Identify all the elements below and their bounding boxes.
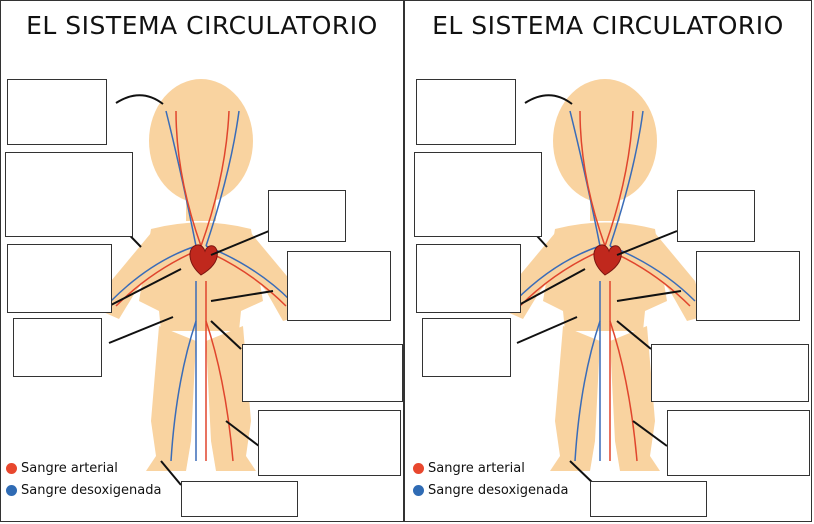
heart-icon: [189, 244, 218, 276]
label-box-9[interactable]: [590, 481, 707, 517]
label-box-5[interactable]: [268, 190, 346, 242]
label-box-7[interactable]: [242, 344, 403, 402]
blue-dot-icon: [413, 484, 424, 496]
worksheet-left: EL SISTEMA CIRCULATORIO: [0, 0, 404, 522]
label-box-7[interactable]: [651, 344, 809, 402]
legend-item-deoxygenated: Sangre desoxigenada: [413, 479, 568, 501]
label-box-6[interactable]: [287, 251, 391, 321]
label-box-8[interactable]: [258, 410, 401, 476]
label-box-3[interactable]: [416, 244, 521, 313]
label-box-4[interactable]: [422, 318, 511, 377]
worksheet-title: EL SISTEMA CIRCULATORIO: [26, 11, 378, 40]
legend-label: Sangre desoxigenada: [21, 482, 162, 498]
red-dot-icon: [413, 462, 424, 474]
legend-label: Sangre arterial: [21, 460, 118, 476]
worksheet-title: EL SISTEMA CIRCULATORIO: [432, 11, 784, 40]
label-box-2[interactable]: [414, 152, 542, 237]
label-box-1[interactable]: [7, 79, 107, 145]
label-box-6[interactable]: [696, 251, 800, 321]
legend-item-arterial: Sangre arterial: [413, 457, 568, 479]
label-box-9[interactable]: [181, 481, 298, 517]
body-diagram: [505, 79, 705, 486]
legend-item-deoxygenated: Sangre desoxigenada: [6, 479, 161, 501]
arteries-red: [115, 110, 287, 462]
label-box-4[interactable]: [13, 318, 102, 377]
pointer-arrows: [516, 94, 682, 486]
heart-icon: [593, 244, 622, 276]
legend: Sangre arterial Sangre desoxigenada: [6, 457, 161, 501]
legend-item-arterial: Sangre arterial: [6, 457, 161, 479]
label-box-3[interactable]: [7, 244, 112, 313]
label-box-8[interactable]: [667, 410, 810, 476]
legend: Sangre arterial Sangre desoxigenada: [413, 457, 568, 501]
worksheet-right: EL SISTEMA CIRCULATORIO: [404, 0, 812, 522]
legend-label: Sangre arterial: [428, 460, 525, 476]
veins-blue: [110, 110, 292, 462]
label-box-5[interactable]: [677, 190, 755, 242]
label-box-1[interactable]: [416, 79, 516, 145]
blue-dot-icon: [6, 484, 17, 496]
red-dot-icon: [6, 462, 17, 474]
legend-label: Sangre desoxigenada: [428, 482, 569, 498]
label-box-2[interactable]: [5, 152, 133, 237]
